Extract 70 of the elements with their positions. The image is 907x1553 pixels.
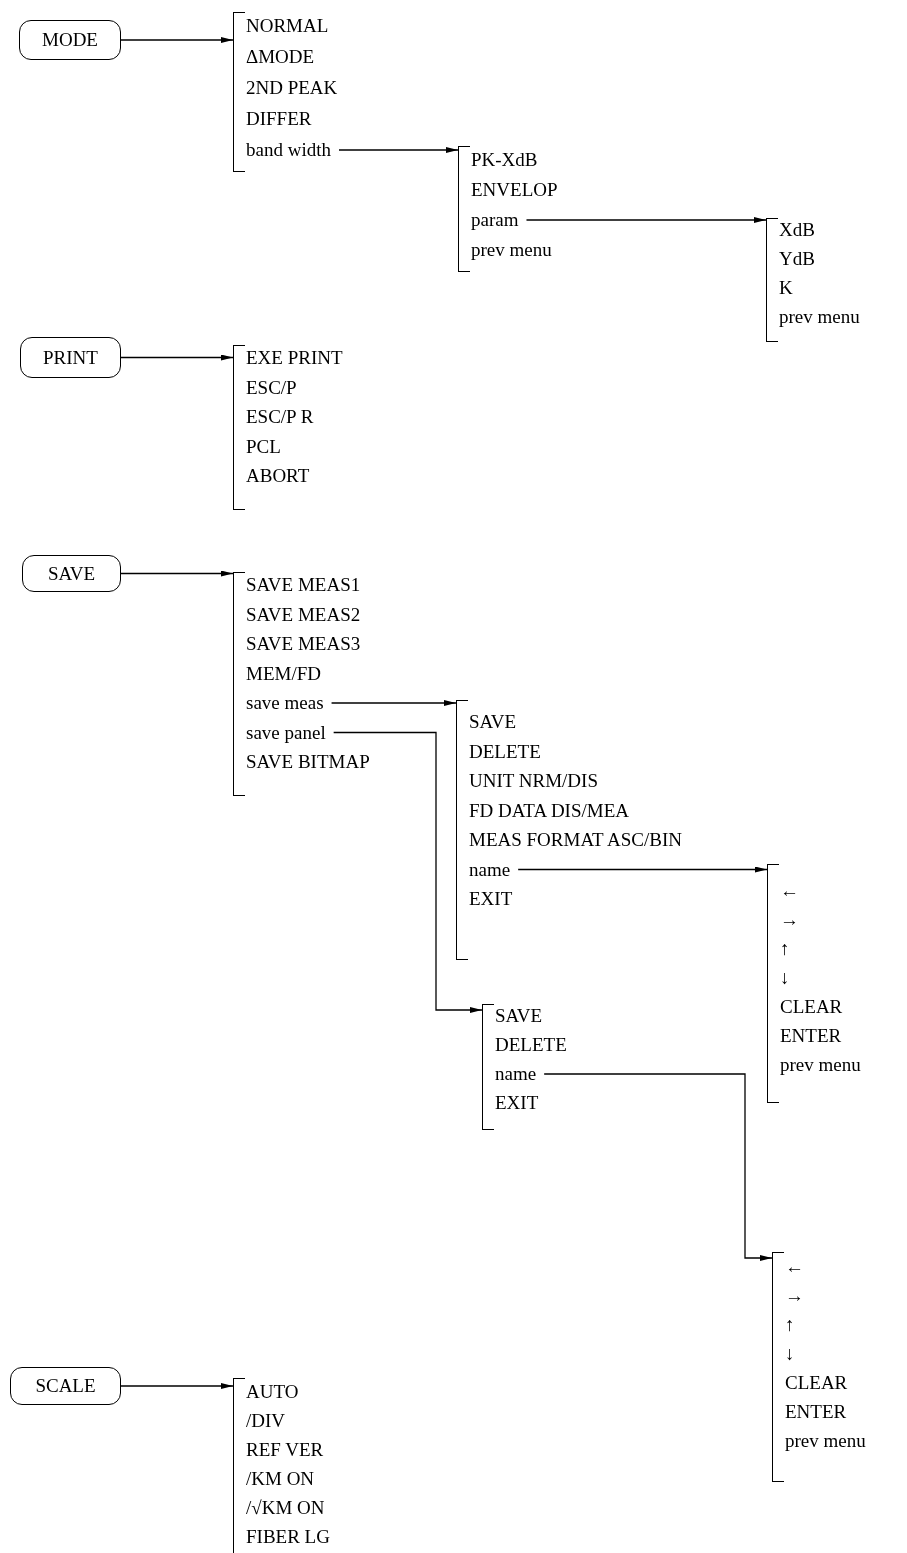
menu-item: UNIT NRM/DIS (469, 770, 606, 792)
menu-item: ↓ (780, 967, 798, 989)
menu-item: SAVE MEAS2 (246, 603, 369, 626)
menu-item: SAVE (495, 1005, 551, 1027)
menu-item: prev menu (471, 239, 560, 261)
menu-item: NORMAL (246, 15, 337, 37)
arrow (338, 147, 459, 153)
menu-item: ESC/P R (246, 406, 322, 428)
menu-item: → (780, 909, 807, 931)
menu-item: ABORT (246, 465, 318, 487)
menu-item: ← (785, 1256, 812, 1278)
menu-item: MEM/FD (246, 662, 329, 685)
menu-item: MEAS FORMAT ASC/BIN (469, 829, 690, 851)
menu-item: SAVE MEAS3 (246, 633, 369, 655)
key-box: MODE (19, 20, 121, 60)
menu-item: prev menu (785, 1430, 874, 1452)
menu-item: ΔMODE (246, 46, 323, 68)
menu-item: FIBER LG (246, 1526, 338, 1548)
menu-item: 2ND PEAK (246, 77, 346, 99)
menu-item: /DIV (246, 1410, 294, 1432)
key-box: PRINT (20, 337, 121, 378)
menu-item: CLEAR (785, 1372, 856, 1394)
menu-item: /KM ON (246, 1468, 323, 1490)
menu-item: YdB (779, 248, 823, 270)
menu-item: DIFFER (246, 108, 320, 130)
menu-item: ↑ (785, 1314, 803, 1336)
arrow (120, 354, 234, 361)
menu-item: name (469, 858, 519, 881)
menu-item: band width (246, 139, 339, 161)
menu-item: DELETE (469, 740, 549, 763)
menu-item: ENVELOP (471, 179, 566, 201)
menu-item: ENTER (785, 1401, 855, 1423)
menu-item: PK-XdB (471, 149, 546, 171)
menu-item: EXIT (495, 1092, 547, 1114)
menu-item: → (785, 1285, 812, 1307)
menu-item: ESC/P (246, 376, 305, 399)
menu-item: CLEAR (780, 996, 851, 1018)
menu-item: ← (780, 880, 807, 902)
arrow (120, 570, 234, 577)
menu-item: ↑ (780, 938, 798, 960)
menu-item: REF VER (246, 1439, 332, 1461)
menu-item: ENTER (780, 1025, 850, 1047)
menu-item: SAVE MEAS1 (246, 574, 369, 596)
menu-item: XdB (779, 219, 823, 241)
menu-item: prev menu (780, 1054, 869, 1076)
arrow (330, 700, 457, 706)
menu-item: EXE PRINT (246, 347, 351, 369)
arrow (120, 1383, 234, 1389)
menu-item: param (471, 209, 527, 231)
menu-item: K (779, 277, 801, 299)
key-box: SAVE (22, 555, 121, 592)
menu-item: save meas (246, 692, 332, 714)
menu-item: SAVE BITMAP (246, 751, 378, 773)
menu-item: PCL (246, 435, 289, 458)
arrow (543, 1073, 773, 1261)
arrow (525, 217, 767, 223)
menu-item: DELETE (495, 1034, 575, 1056)
menu-item: FD DATA DIS/MEA (469, 799, 637, 822)
menu-item: ↓ (785, 1343, 803, 1365)
arrow (333, 731, 483, 1013)
arrow (517, 866, 768, 873)
menu-item: SAVE (469, 711, 525, 733)
menu-item: AUTO (246, 1381, 307, 1403)
menu-item: prev menu (779, 306, 868, 328)
menu-item: save panel (246, 721, 334, 744)
arrow (120, 37, 234, 43)
menu-item: EXIT (469, 888, 521, 910)
menu-item: name (495, 1063, 545, 1085)
key-box: SCALE (10, 1367, 121, 1405)
menu-item: /√KM ON (246, 1497, 333, 1519)
